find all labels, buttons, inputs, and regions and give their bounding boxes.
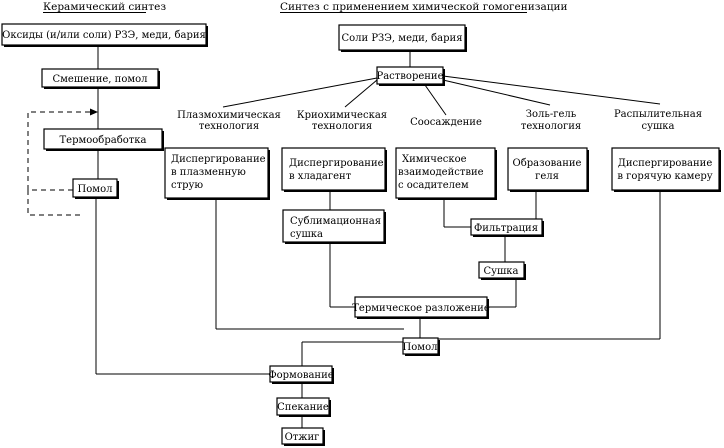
cryo-dispersion-box: Диспергирование в хладагент (281, 147, 387, 192)
chem-line-2: взаимодействие (398, 167, 484, 178)
solgel-line-1: Золь-гель (526, 109, 577, 120)
dissolution-box: Растворение (376, 66, 445, 86)
sublimation-line-1: Сублимационная (290, 216, 381, 227)
mixing-label: Смешение, помол (52, 74, 147, 85)
oxides-label: Оксиды (и/или соли) РЗЭ, меди, бария (2, 30, 206, 41)
sublimation-drying-box: Сублимационная сушка (282, 209, 386, 244)
gel-formation-box: Образование геля (507, 147, 589, 192)
thermal-treatment-box: Термообработка (43, 128, 164, 151)
branch-cryo-label: Криохимическая технология (297, 110, 387, 132)
sintering-box: Спекание (276, 397, 331, 417)
sublimation-line-2: сушка (290, 229, 323, 240)
annealing-label: Отжиг (285, 432, 320, 443)
plasma-line-1: Плазмохимическая (177, 110, 281, 121)
branch-plasma-label: Плазмохимическая технология (177, 110, 281, 132)
plasma-line-2: технология (199, 121, 259, 132)
milling-label: Помол (78, 184, 113, 195)
milling-chemical-box: Помол (402, 337, 440, 356)
spray-disp-line-1: Диспергирование (618, 158, 713, 169)
cryo-disp-line-2: в хладагент (289, 171, 352, 182)
milling-box: Помол (72, 178, 119, 199)
thermal-label: Термообработка (60, 135, 147, 146)
chemical-reaction-box: Химическое взаимодействие с осадителем (395, 147, 497, 200)
plasma-dispersion-box: Диспергирование в плазменную струю (164, 147, 270, 200)
forming-label: Формование (268, 370, 333, 381)
chemical-synthesis-header: Синтез с применением химической гомогени… (280, 1, 567, 13)
branch-solgel-label: Золь-гель технология (521, 109, 581, 132)
chem-line-3: с осадителем (398, 180, 469, 191)
drying-box: Сушка (478, 261, 526, 280)
forming-box: Формование (268, 365, 334, 384)
branch-coprecipitation-label: Соосаждение (410, 117, 482, 128)
decomposition-label: Термическое разложение (352, 303, 490, 314)
filtration-label: Фильтрация (474, 223, 538, 234)
cryo-disp-line-1: Диспергирование (289, 158, 384, 169)
spray-line-2: сушка (642, 121, 675, 132)
salts-box: Соли РЗЭ, меди, бария (338, 24, 467, 52)
ceramic-header-text: Керамический синтез (43, 1, 166, 13)
plasma-disp-line-2: в плазменную (171, 167, 246, 178)
spray-disp-line-2: в горячую камеру (617, 171, 712, 182)
plasma-disp-line-3: струю (171, 180, 203, 191)
mixing-box: Смешение, помол (41, 68, 160, 89)
branch-spray-label: Распылительная сушка (614, 109, 702, 132)
solgel-line-2: технология (521, 121, 581, 132)
ceramic-synthesis-header: Керамический синтез (43, 1, 166, 13)
cryo-line-1: Криохимическая (297, 110, 387, 121)
chemical-header-text: Синтез с применением химической гомогени… (280, 1, 567, 13)
gel-line-1: Образование (513, 158, 582, 169)
coprec-line-1: Соосаждение (410, 117, 482, 128)
chem-line-1: Химическое (402, 154, 467, 165)
plasma-disp-line-1: Диспергирование (171, 154, 266, 165)
filtration-box: Фильтрация (470, 218, 544, 237)
oxides-box: Оксиды (и/или соли) РЗЭ, меди, бария (1, 23, 208, 47)
spray-dispersion-box: Диспергирование в горячую камеру (611, 147, 721, 192)
gel-line-2: геля (535, 171, 559, 182)
connectors (27, 45, 661, 428)
salts-label: Соли РЗЭ, меди, бария (341, 33, 462, 44)
milling2-label: Помол (403, 342, 438, 353)
cryo-line-2: технология (312, 121, 372, 132)
drying-label: Сушка (483, 266, 518, 277)
sintering-label: Спекание (277, 402, 329, 413)
spray-line-1: Распылительная (614, 109, 702, 120)
thermal-decomposition-box: Термическое разложение (352, 296, 490, 319)
annealing-box: Отжиг (281, 427, 325, 446)
dissolution-label: Растворение (376, 71, 443, 82)
